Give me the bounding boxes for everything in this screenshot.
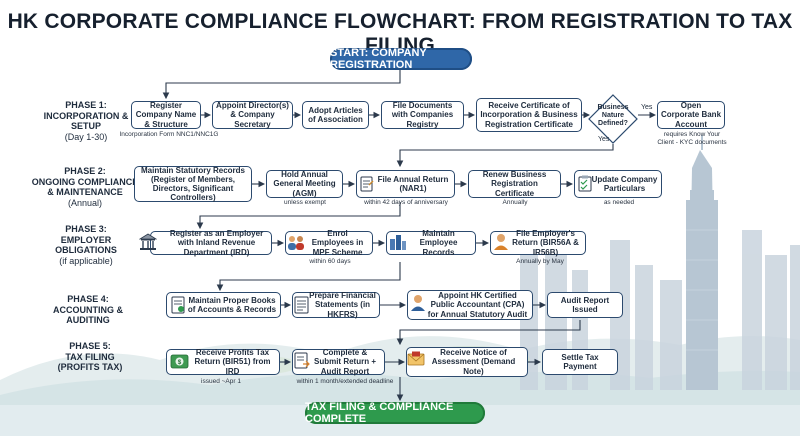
renew-br-certificate-box: Renew Business Registration Certificate — [468, 170, 561, 198]
enrol-mpf-box: Enrol Employees in MPF Scheme — [285, 229, 373, 257]
phase-5-label: PHASE 5: TAX FILING (PROFITS TAX) — [57, 341, 123, 372]
receive-certificate-box: Receive Certificate of Incorporation & B… — [476, 98, 582, 132]
hold-agm-box: Hold Annual General Meeting (AGM) — [266, 170, 343, 198]
yes-right-label: Yes — [641, 104, 653, 111]
handshake-icon — [411, 295, 425, 311]
end-terminal: TAX FILING & COMPLIANCE COMPLETE — [305, 401, 485, 425]
government-building-icon — [139, 233, 157, 250]
audit-report-box: Audit Report Issued — [547, 292, 623, 318]
note-as-needed: as needed — [603, 199, 635, 206]
decision-label: Business Nature Defined? — [597, 104, 629, 127]
note-unless-exempt: unless exempt — [284, 199, 326, 206]
open-bank-account-box: Open Corporate Bank Account — [657, 101, 725, 129]
city-icon — [390, 235, 406, 250]
maintain-statutory-records-box: Maintain Statutory Records (Register of … — [134, 166, 252, 202]
appoint-cpa-box: Appoint HK Certified Public Accountant (… — [407, 290, 533, 320]
people-icon — [288, 236, 304, 250]
yes-down-label: Yes — [598, 136, 610, 143]
note-60-days: within 60 days — [309, 258, 351, 265]
checklist-icon — [578, 175, 592, 192]
business-nature-decision — [588, 94, 638, 144]
note-42-days: within 42 days of anniversary — [364, 199, 448, 206]
note-annually: Annually — [502, 199, 528, 206]
note-incorporation-form: Incorporation Form NNC1/NNC1G — [119, 131, 219, 138]
appoint-directors-box: Appoint Director(s) & Company Secretary — [212, 101, 293, 129]
tax-money-icon: $ — [170, 354, 189, 369]
file-employers-return-box: File Employer's Return (BIR56A & IR56B) — [490, 229, 586, 257]
envelope-icon — [407, 351, 425, 366]
note-kyc: requires Know Your Client - KYC document… — [657, 131, 727, 146]
notice-of-assessment-box: Receive Notice of Assessment (Demand Not… — [406, 347, 528, 377]
phase-3-label: PHASE 3: EMPLOYER OBLIGATIONS (if applic… — [55, 224, 117, 266]
phase-2-label: PHASE 2: ONGOING COMPLIANCE & MAINTENANC… — [31, 166, 139, 208]
person-icon — [494, 234, 508, 250]
svg-text:$: $ — [178, 360, 182, 366]
ledger-icon — [171, 296, 185, 314]
register-company-box: Register Company Name & Structure — [131, 101, 201, 129]
register-employer-box: Register as an Employer with Inland Reve… — [150, 229, 272, 257]
file-documents-box: File Documents with Companies Registry — [381, 101, 464, 129]
financial-statement-icon — [294, 296, 309, 314]
maintain-books-box: Maintain Proper Books of Accounts & Reco… — [166, 292, 281, 318]
note-1-month-deadline: within 1 month/extended deadline — [296, 378, 394, 385]
phase-4-label: PHASE 4: ACCOUNTING & AUDITING — [53, 294, 123, 325]
prepare-financial-statements-box: Prepare Financial Statements (in HKFRS) — [292, 291, 380, 319]
document-icon — [360, 176, 374, 192]
start-terminal: START: COMPANY REGISTRATION — [330, 47, 472, 71]
adopt-articles-box: Adopt Articles of Association — [302, 101, 369, 129]
settle-tax-box: Settle Tax Payment — [542, 349, 618, 375]
submit-document-icon — [294, 352, 310, 369]
note-by-may: Annually by May — [516, 258, 564, 265]
phase-1-label: PHASE 1: INCORPORATION & SETUP (Day 1-30… — [43, 100, 129, 142]
note-issued-apr: issued ~Apr 1 — [201, 378, 241, 385]
